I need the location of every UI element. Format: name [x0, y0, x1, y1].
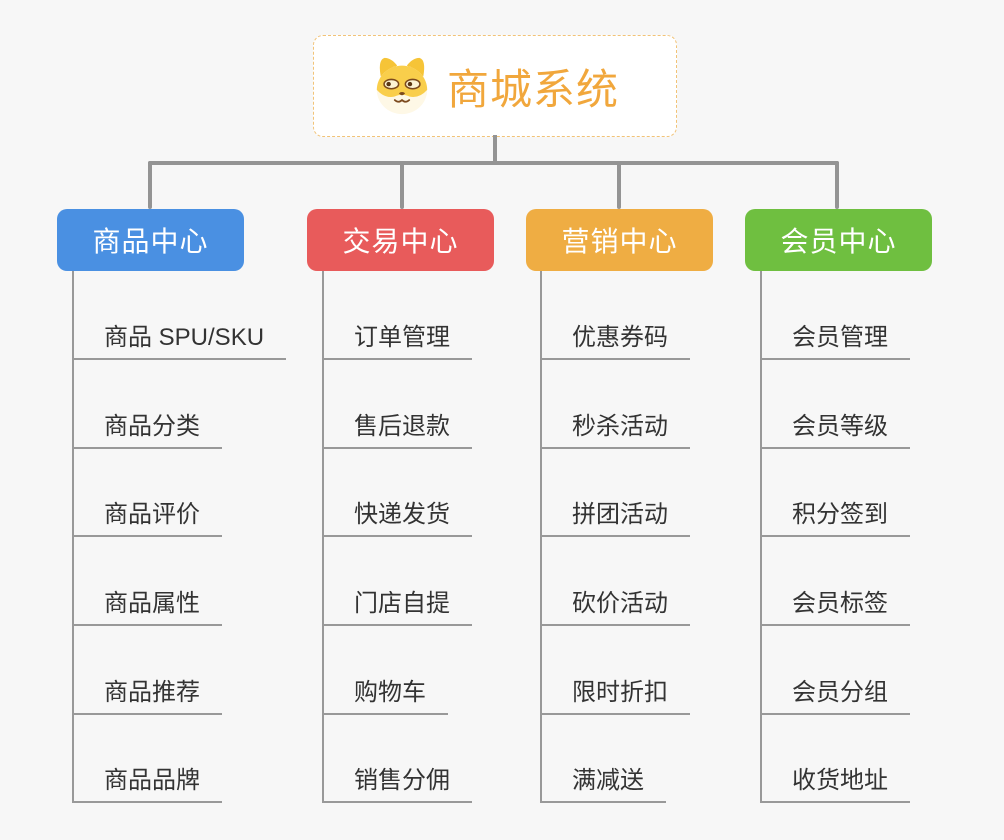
leaf-node[interactable]: 优惠券码	[540, 318, 690, 360]
branch-label: 营销中心	[561, 226, 678, 257]
leaf-node[interactable]: 商品品牌	[72, 761, 222, 803]
branch-node-trade-center[interactable]: 交易中心	[307, 209, 494, 271]
dog-face-icon	[376, 57, 428, 115]
connector-drop-member	[835, 161, 839, 209]
leaf-node[interactable]: 商品分类	[72, 407, 222, 449]
leaf-node[interactable]: 订单管理	[322, 318, 472, 360]
leaf-node[interactable]: 会员标签	[760, 584, 910, 626]
leaf-node[interactable]: 限时折扣	[540, 673, 690, 715]
branch-node-marketing-center[interactable]: 营销中心	[526, 209, 713, 271]
branch-node-product-center[interactable]: 商品中心	[57, 209, 244, 271]
branch-node-member-center[interactable]: 会员中心	[745, 209, 932, 271]
leaf-node[interactable]: 购物车	[322, 673, 448, 715]
connector-drop-product	[148, 161, 152, 209]
leaf-node[interactable]: 快递发货	[322, 495, 472, 537]
branch-label: 交易中心	[342, 226, 459, 257]
branch-label: 会员中心	[780, 226, 897, 257]
leaf-node[interactable]: 会员管理	[760, 318, 910, 360]
leaf-node[interactable]: 拼团活动	[540, 495, 690, 537]
leaf-node[interactable]: 门店自提	[322, 584, 472, 626]
leaf-node[interactable]: 积分签到	[760, 495, 910, 537]
connector-root-stub	[493, 135, 497, 163]
root-title: 商城系统	[446, 65, 619, 113]
connector-horizontal-bar	[148, 161, 839, 165]
root-node-mall-system[interactable]: 商城系统	[313, 35, 677, 137]
leaf-node[interactable]: 销售分佣	[322, 761, 472, 803]
leaf-node[interactable]: 商品评价	[72, 495, 222, 537]
leaf-node[interactable]: 收货地址	[760, 761, 910, 803]
leaf-node[interactable]: 满减送	[540, 761, 666, 803]
leaf-node[interactable]: 商品推荐	[72, 673, 222, 715]
leaf-node[interactable]: 商品 SPU/SKU	[72, 318, 287, 360]
leaf-node[interactable]: 商品属性	[72, 584, 222, 626]
leaf-node[interactable]: 会员等级	[760, 407, 910, 449]
connector-drop-marketing	[617, 161, 621, 209]
leaf-node[interactable]: 砍价活动	[540, 584, 690, 626]
branch-label: 商品中心	[92, 226, 209, 257]
leaf-node[interactable]: 会员分组	[760, 673, 910, 715]
connector-drop-trade	[400, 161, 404, 209]
leaf-node[interactable]: 秒杀活动	[540, 407, 690, 449]
leaf-node[interactable]: 售后退款	[322, 407, 472, 449]
